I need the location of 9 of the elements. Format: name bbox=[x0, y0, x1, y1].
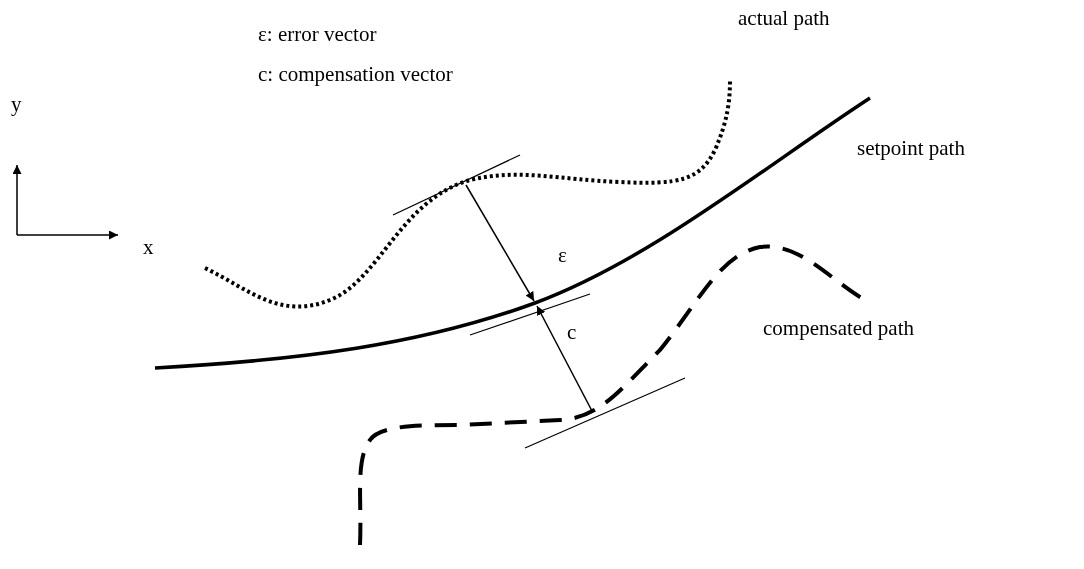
curve-label: compensated path bbox=[763, 318, 915, 339]
vector-label: c bbox=[567, 322, 577, 343]
axis-label: y bbox=[11, 94, 22, 115]
vector-label: ε bbox=[558, 245, 567, 266]
axis-label: x bbox=[143, 237, 154, 258]
legend-note: ε: error vector bbox=[258, 24, 377, 45]
curve-label: actual path bbox=[738, 8, 830, 29]
legend-note: c: compensation vector bbox=[258, 64, 453, 85]
curve-label: setpoint path bbox=[857, 138, 965, 159]
